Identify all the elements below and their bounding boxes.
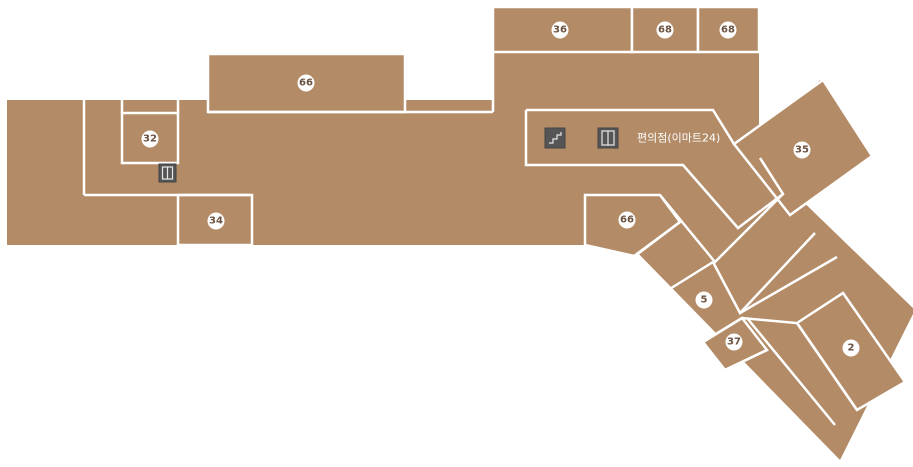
unit-number: 34 [209,216,223,227]
convenience-store-label[interactable]: 편의점(이마트24) [637,132,720,145]
unit-badge-2[interactable]: 2 [842,339,860,357]
unit-number: 32 [143,134,157,145]
unit-badge-32[interactable]: 32 [141,130,159,148]
unit-badge-36[interactable]: 36 [551,21,569,39]
unit-number: 2 [848,343,855,354]
unit-number: 35 [795,145,809,156]
unit-number: 68 [658,25,672,36]
unit-66top-shape[interactable] [206,52,407,114]
unit-badge-68b[interactable]: 68 [719,21,737,39]
unit-number: 66 [299,78,313,89]
unit-badge-66-right[interactable]: 66 [618,211,636,229]
elevator-icon-left[interactable] [158,163,177,183]
elevator-icon[interactable] [597,127,619,149]
unit-badge-5[interactable]: 5 [695,291,713,309]
unit-number: 36 [553,25,567,36]
unit-badge-37[interactable]: 37 [725,333,743,351]
unit-number: 5 [701,295,708,306]
stairs-icon[interactable] [544,127,566,149]
unit-badge-66-top[interactable]: 66 [297,74,315,92]
unit-number: 37 [727,337,741,348]
unit-number: 66 [620,215,634,226]
unit-badge-68a[interactable]: 68 [656,21,674,39]
unit-badge-35[interactable]: 35 [793,141,811,159]
unit-number: 68 [721,25,735,36]
unit-badge-34[interactable]: 34 [207,212,225,230]
